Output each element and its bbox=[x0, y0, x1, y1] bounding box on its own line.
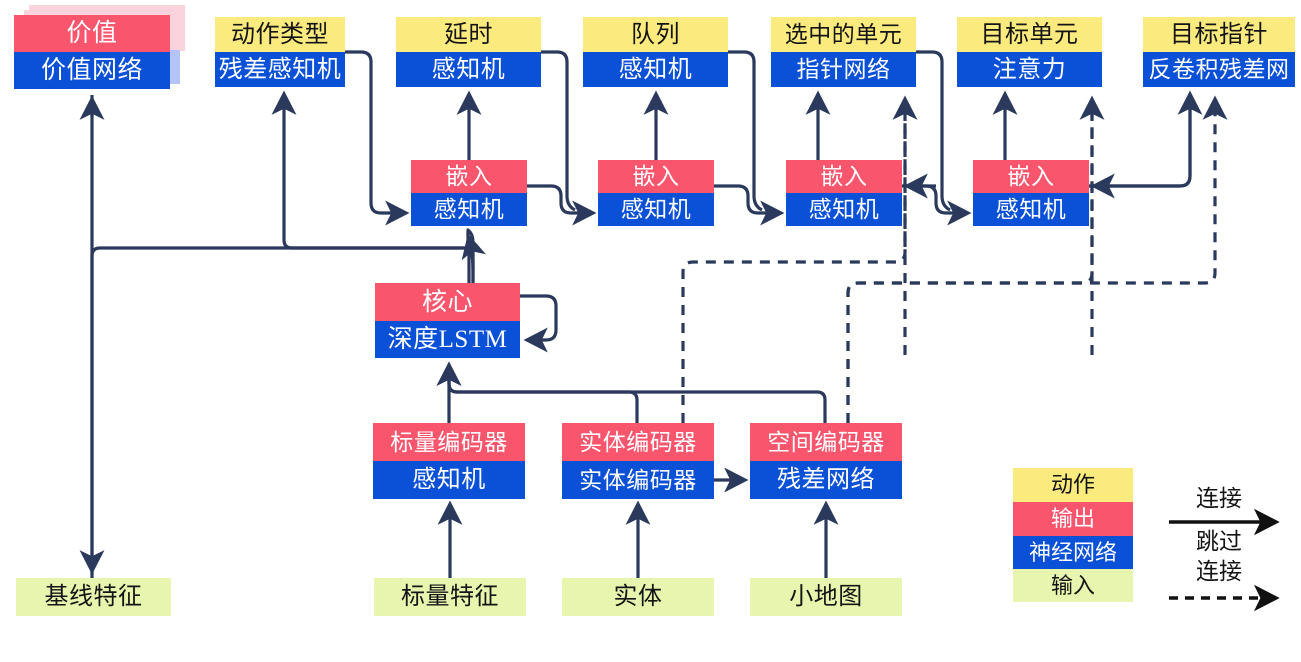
node-input-entities-label: 实体 bbox=[562, 578, 714, 616]
node-core-output-label: 核心 bbox=[375, 283, 520, 321]
node-input-baseline-features-label: 基线特征 bbox=[16, 578, 171, 616]
node-target-point-network-label: 反卷积残差网 bbox=[1143, 52, 1295, 87]
node-delay[interactable]: 延时 感知机 bbox=[396, 17, 541, 87]
node-embed-2-network-label: 感知机 bbox=[598, 193, 714, 226]
node-spatial-encoder-network-label: 残差网络 bbox=[750, 461, 902, 499]
legend-skip-label-line-1: 跳过 bbox=[1196, 529, 1242, 554]
node-action-type-action-label: 动作类型 bbox=[215, 17, 345, 52]
node-input-minimap[interactable]: 小地图 bbox=[750, 578, 902, 616]
node-selected-units-network-label: 指针网络 bbox=[771, 52, 916, 87]
node-target-point-action-label: 目标指针 bbox=[1143, 17, 1295, 52]
legend-swatches: 动作 输出 神经网络 输入 bbox=[1013, 468, 1133, 602]
node-value[interactable]: 价值 价值网络 bbox=[14, 15, 170, 89]
node-entity-encoder[interactable]: 实体编码器 实体编码器 bbox=[562, 423, 714, 499]
node-queue-action-label: 队列 bbox=[583, 17, 728, 52]
node-entity-encoder-output-label: 实体编码器 bbox=[562, 423, 714, 461]
node-embed-1-output-label: 嵌入 bbox=[411, 160, 527, 193]
node-input-entities[interactable]: 实体 bbox=[562, 578, 714, 616]
node-embed-3-output-label: 嵌入 bbox=[786, 160, 902, 193]
node-embed-3-network-label: 感知机 bbox=[786, 193, 902, 226]
node-core-network-label: 深度LSTM bbox=[375, 321, 520, 358]
node-selected-units-action-label: 选中的单元 bbox=[771, 17, 916, 52]
node-embed-3[interactable]: 嵌入 感知机 bbox=[786, 160, 902, 226]
node-spatial-encoder[interactable]: 空间编码器 残差网络 bbox=[750, 423, 902, 499]
node-delay-action-label: 延时 bbox=[396, 17, 541, 52]
node-core[interactable]: 核心 深度LSTM bbox=[375, 283, 520, 358]
legend-connection-label: 连接 bbox=[1196, 486, 1242, 511]
node-embed-4-output-label: 嵌入 bbox=[973, 160, 1089, 193]
node-input-minimap-label: 小地图 bbox=[750, 578, 902, 616]
node-delay-network-label: 感知机 bbox=[396, 52, 541, 87]
node-embed-1-network-label: 感知机 bbox=[411, 193, 527, 226]
node-scalar-encoder-output-label: 标量编码器 bbox=[373, 423, 525, 461]
node-target-unit[interactable]: 目标单元 注意力 bbox=[957, 17, 1102, 87]
node-spatial-encoder-output-label: 空间编码器 bbox=[750, 423, 902, 461]
node-action-type-network-label: 残差感知机 bbox=[215, 52, 345, 87]
node-queue-network-label: 感知机 bbox=[583, 52, 728, 87]
node-scalar-encoder-network-label: 感知机 bbox=[373, 461, 525, 499]
node-embed-4-network-label: 感知机 bbox=[973, 193, 1089, 226]
legend-arrow-samples bbox=[1169, 508, 1280, 612]
legend-swatch-action: 动作 bbox=[1013, 468, 1133, 502]
node-value-output-label: 价值 bbox=[14, 15, 170, 52]
node-target-unit-network-label: 注意力 bbox=[957, 52, 1102, 87]
node-action-type[interactable]: 动作类型 残差感知机 bbox=[215, 17, 345, 87]
legend-swatch-input: 输入 bbox=[1013, 569, 1133, 602]
node-embed-2[interactable]: 嵌入 感知机 bbox=[598, 160, 714, 226]
node-embed-2-output-label: 嵌入 bbox=[598, 160, 714, 193]
node-target-point[interactable]: 目标指针 反卷积残差网 bbox=[1143, 17, 1295, 87]
node-selected-units[interactable]: 选中的单元 指针网络 bbox=[771, 17, 916, 87]
node-scalar-encoder[interactable]: 标量编码器 感知机 bbox=[373, 423, 525, 499]
node-queue[interactable]: 队列 感知机 bbox=[583, 17, 728, 87]
node-entity-encoder-network-label: 实体编码器 bbox=[562, 461, 714, 499]
node-target-unit-action-label: 目标单元 bbox=[957, 17, 1102, 52]
legend-swatch-network: 神经网络 bbox=[1013, 536, 1133, 569]
node-input-scalar-features[interactable]: 标量特征 bbox=[374, 578, 526, 616]
node-embed-1[interactable]: 嵌入 感知机 bbox=[411, 160, 527, 226]
node-embed-4[interactable]: 嵌入 感知机 bbox=[973, 160, 1089, 226]
node-input-baseline-features[interactable]: 基线特征 bbox=[16, 578, 171, 616]
legend-skip-label-line-2: 连接 bbox=[1196, 559, 1242, 584]
node-input-scalar-features-label: 标量特征 bbox=[374, 578, 526, 616]
legend-swatch-output: 输出 bbox=[1013, 502, 1133, 536]
node-value-network-label: 价值网络 bbox=[14, 52, 170, 89]
